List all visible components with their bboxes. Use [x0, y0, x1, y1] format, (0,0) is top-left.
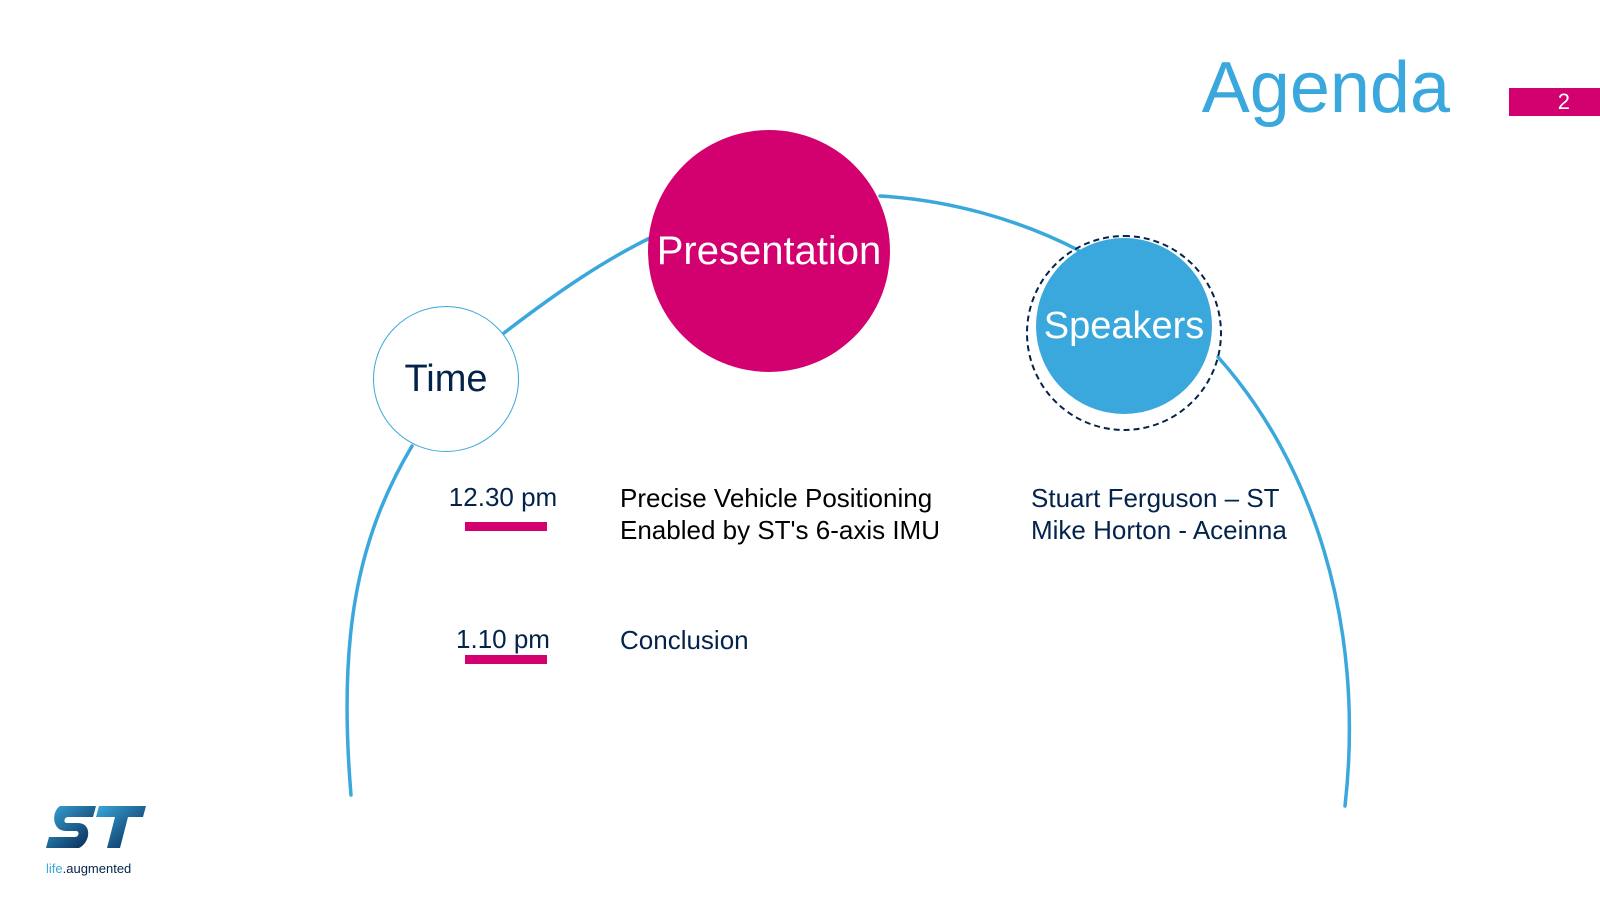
- speaker-name: Mike Horton - Aceinna: [1031, 515, 1287, 545]
- agenda-row-1-bar: [465, 522, 547, 531]
- agenda-row-1-speakers: Stuart Ferguson – ST Mike Horton - Acein…: [1031, 482, 1287, 546]
- agenda-row-1-time: 12.30 pm: [448, 482, 558, 512]
- page-number-bar: 2: [1509, 88, 1600, 116]
- slide-title: Agenda: [1201, 48, 1450, 128]
- page-number: 2: [1557, 89, 1570, 114]
- agenda-row-2-time: 1.10 pm: [456, 624, 550, 654]
- speakers-circle: Speakers: [1036, 238, 1212, 414]
- st-logo-icon: [46, 806, 146, 848]
- time-circle-label: Time: [404, 357, 488, 400]
- speaker-name: Stuart Ferguson – ST: [1031, 483, 1280, 513]
- speakers-circle-label: Speakers: [1043, 304, 1205, 347]
- time-circle: Time: [373, 306, 519, 452]
- logo-tagline: life.augmented: [46, 861, 132, 876]
- agenda-row-2-bar: [465, 655, 547, 664]
- agenda-row-2-title: Conclusion: [620, 625, 749, 655]
- presentation-circle: Presentation: [648, 130, 890, 372]
- agenda-row-1-title: Precise Vehicle Positioning Enabled by S…: [620, 483, 940, 545]
- speakers-circle-ring: [1026, 235, 1222, 431]
- presentation-circle-label: Presentation: [656, 228, 882, 273]
